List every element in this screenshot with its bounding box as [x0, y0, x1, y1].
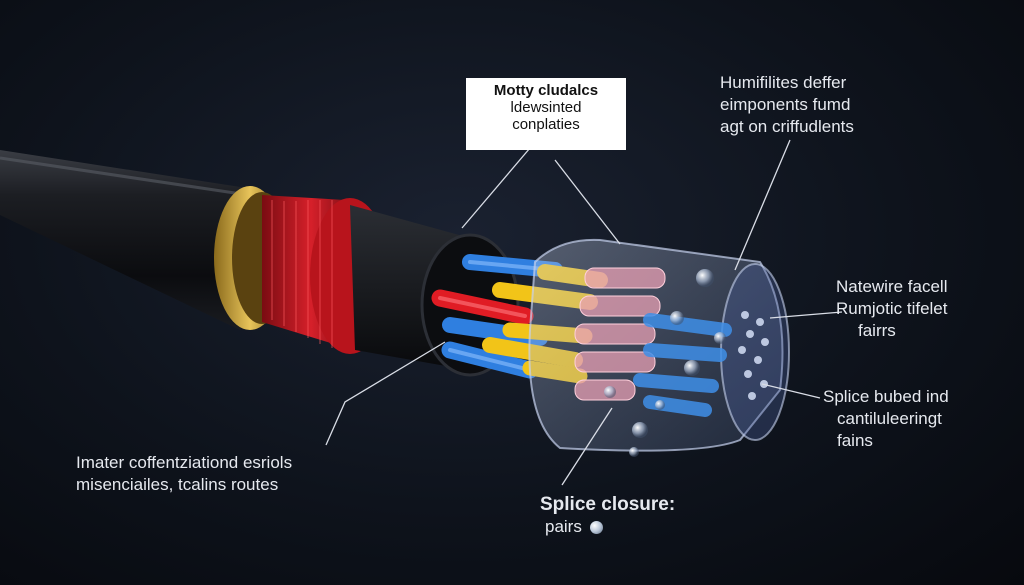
right-low-label-line-2: cantiluleeringt — [837, 409, 942, 428]
top-right-label-line-2: eimponents fumd — [720, 95, 851, 114]
leader-lines — [325, 139, 843, 486]
top-right-label-line-1: Humifilites deffer — [720, 73, 847, 92]
right-low-label: Splice bubed ind cantiluleeringt fains — [823, 386, 949, 452]
boxed-label-line-1: Motty cludalcs — [493, 82, 599, 99]
right-mid-label-line-3: fairrs — [858, 321, 896, 340]
top-right-label-line-3: agt on criffudlents — [720, 117, 854, 136]
splice-closure-pairs-text: pairs — [545, 517, 582, 536]
bottom-left-label: Imater coffentziationd esriols misenciai… — [76, 452, 292, 496]
bottom-left-label-line-2: misenciailes, tcalins routes — [76, 475, 279, 494]
right-mid-label: Natewire facell Rumjotic tifelet fairrs — [836, 276, 948, 342]
right-low-label-line-1: Splice bubed ind — [823, 387, 949, 406]
right-mid-label-line-2: Rumjotic tifelet — [836, 299, 948, 318]
bubble-icon — [589, 521, 603, 535]
bottom-left-label-line-1: Imater coffentziationd esriols — [76, 453, 293, 472]
outer-jacket — [0, 150, 260, 330]
splice-closure-label: Splice closure: pairs — [540, 494, 675, 538]
boxed-label-line-2: ldewsinted — [510, 99, 582, 116]
right-mid-label-line-1: Natewire facell — [836, 277, 948, 296]
top-right-label: Humifilites deffer eimponents fumd agt o… — [720, 72, 854, 138]
splice-closure — [528, 238, 790, 452]
boxed-label: Motty cludalcs ldewsinted conplaties — [466, 78, 626, 150]
boxed-label-line-3: conplaties — [512, 116, 580, 133]
splice-closure-subtitle: pairs — [540, 516, 675, 538]
splice-closure-title: Splice closure: — [540, 494, 676, 515]
water-droplets — [604, 269, 726, 457]
right-low-label-line-3: fains — [837, 431, 873, 450]
